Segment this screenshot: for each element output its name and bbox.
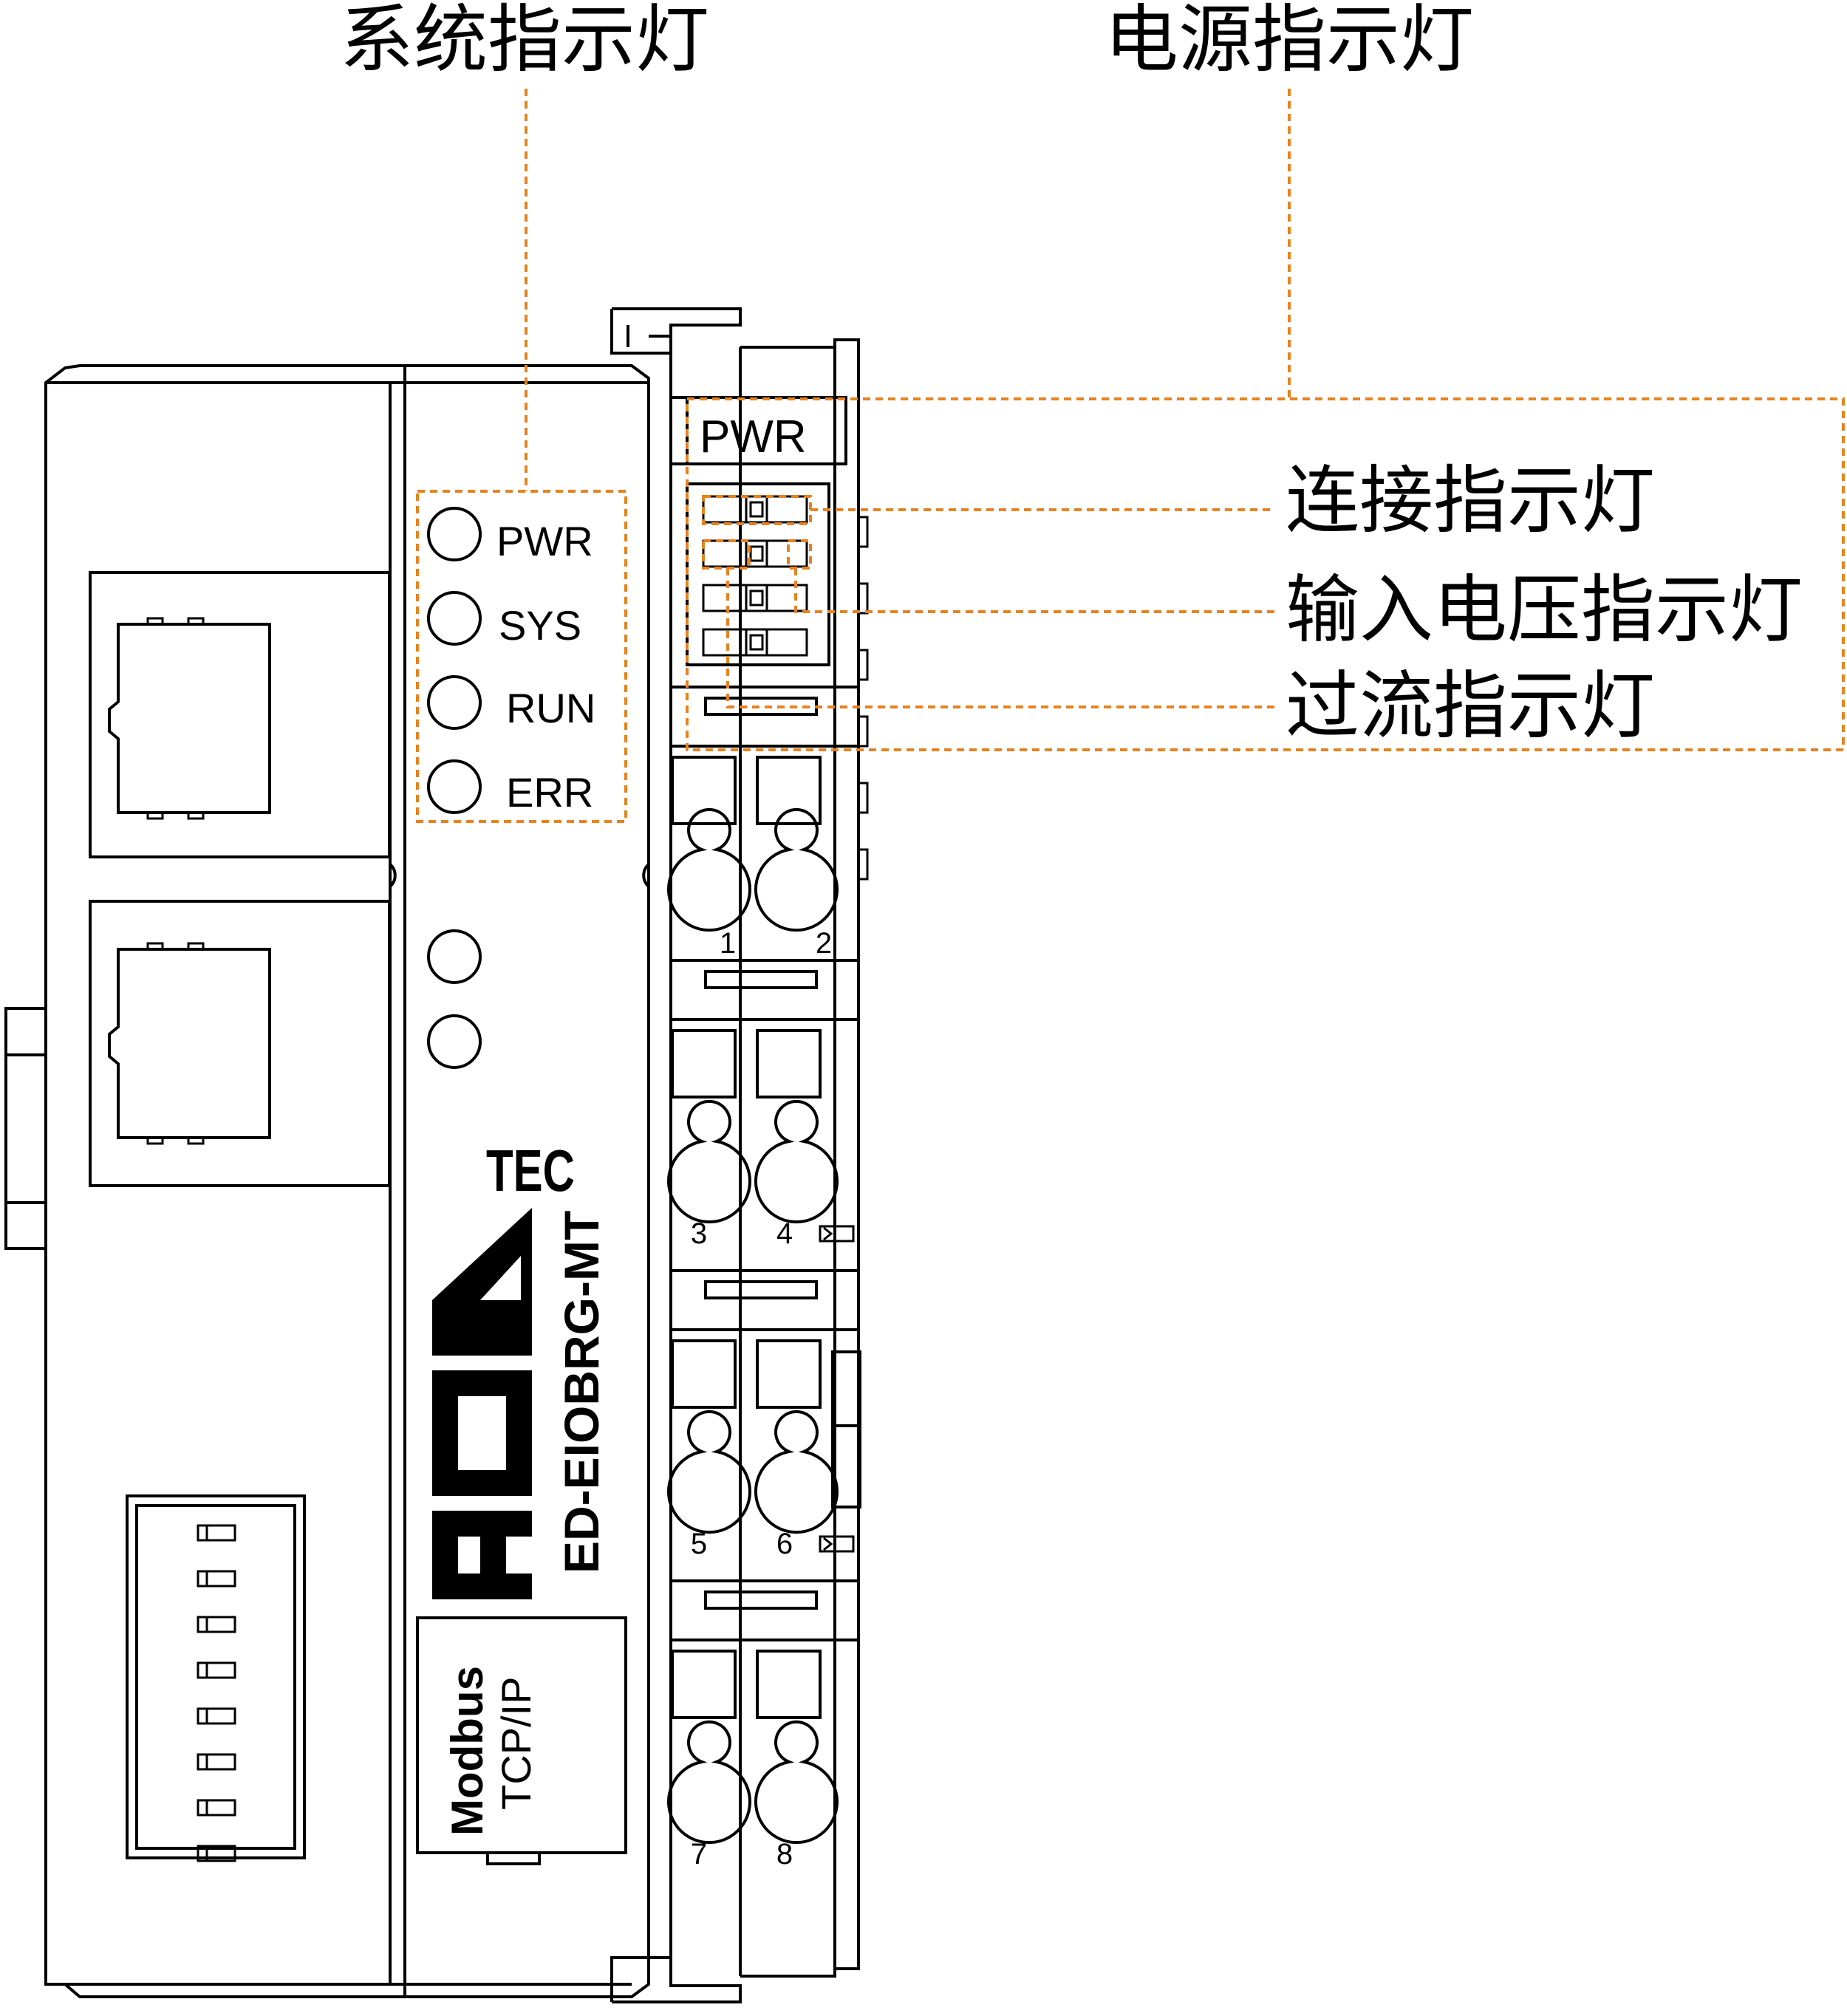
- protocol-tcpip: TCP/IP: [493, 1677, 539, 1810]
- terminal-6-label: 6: [776, 1528, 793, 1560]
- pwr-led-label: PWR: [496, 518, 593, 564]
- callout-system-leds: 系统指示灯: [340, 0, 709, 83]
- aux-led-2: [427, 1014, 482, 1069]
- aux-led-1: [427, 929, 482, 984]
- sys-led: [427, 591, 482, 646]
- terminal-7-label: 7: [691, 1838, 707, 1870]
- terminal-1-label: 1: [720, 927, 736, 960]
- callout-overcurrent-led: 过流指示灯: [1286, 663, 1655, 749]
- annotation-lines: [416, 89, 1845, 823]
- model-number: ED-EIOBRG-MT: [554, 1211, 609, 1573]
- err-led: [427, 759, 482, 814]
- protocol-label: Modbus TCP/IP: [416, 1616, 627, 1865]
- terminal-2-label: 2: [816, 927, 832, 960]
- callout-power-leds: 电源指示灯: [1105, 0, 1474, 83]
- run-led-label: RUN: [506, 685, 595, 731]
- logo-tec: TEC: [486, 1138, 575, 1203]
- terminal-5-label: 5: [691, 1528, 707, 1560]
- power-module-label: PWR: [700, 411, 807, 462]
- err-led-label: ERR: [506, 769, 593, 816]
- terminal-8-label: 8: [776, 1838, 793, 1870]
- terminal-module: [610, 307, 869, 2003]
- status-led-panel: [427, 507, 482, 1069]
- terminal-numbers: 1 2 3 4 5 6 7 8: [691, 927, 832, 1870]
- pwr-led: [427, 507, 482, 561]
- protocol-modbus: Modbus: [443, 1666, 492, 1836]
- run-led: [427, 675, 482, 730]
- terminal-3-label: 3: [691, 1217, 707, 1250]
- eda-logo: TEC ED-EIOBRG-MT: [432, 1138, 609, 1599]
- callout-input-voltage-led: 输入电压指示灯: [1286, 567, 1803, 653]
- sys-led-label: SYS: [499, 602, 581, 649]
- terminal-4-label: 4: [776, 1217, 793, 1250]
- callout-connection-led: 连接指示灯: [1286, 457, 1655, 544]
